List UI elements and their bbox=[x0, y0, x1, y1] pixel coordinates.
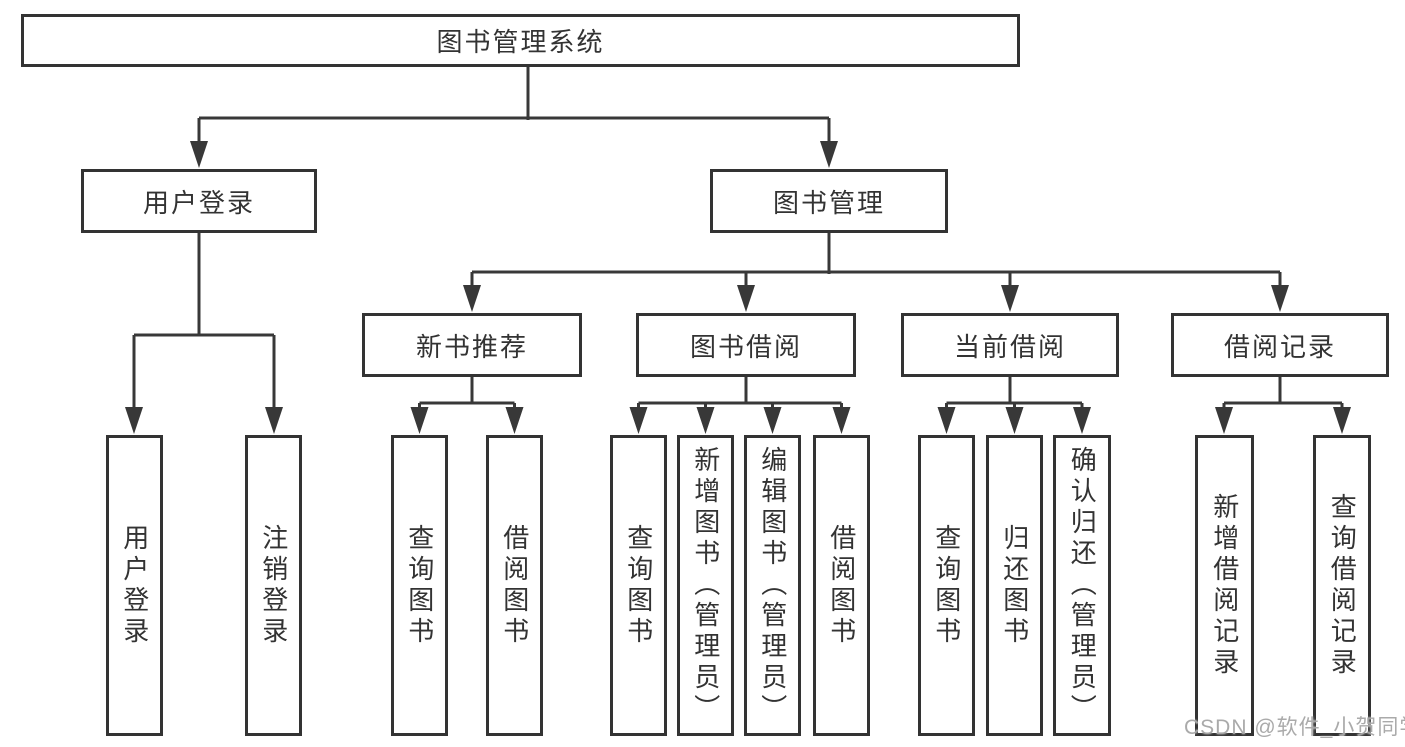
node-user-login: 用户登录 bbox=[81, 169, 317, 233]
leaf-nb-borrow-books: 借阅图书 bbox=[486, 435, 543, 736]
node-new-book-recommend: 新书推荐 bbox=[362, 313, 582, 377]
leaf-logout: 注销登录 bbox=[245, 435, 302, 736]
leaf-user-login: 用户登录 bbox=[106, 435, 163, 736]
leaf-nb-borrow-books-label: 借阅图书 bbox=[499, 523, 530, 648]
leaf-br-add-record-label: 新增借阅记录 bbox=[1209, 492, 1240, 679]
leaf-bb-edit-books-admin-label: 编辑图书（管理员） bbox=[757, 446, 788, 725]
leaf-br-add-record: 新增借阅记录 bbox=[1195, 435, 1254, 736]
leaf-bb-borrow-books: 借阅图书 bbox=[813, 435, 870, 736]
node-user-login-label: 用户登录 bbox=[142, 187, 255, 218]
node-current-borrowing: 当前借阅 bbox=[901, 313, 1119, 377]
node-new-book-recommend-label: 新书推荐 bbox=[415, 331, 528, 362]
leaf-br-query-record: 查询借阅记录 bbox=[1313, 435, 1371, 736]
leaf-cb-return-books-label: 归还图书 bbox=[999, 523, 1030, 648]
leaf-cb-return-books: 归还图书 bbox=[986, 435, 1043, 736]
leaf-bb-add-books-admin: 新增图书（管理员） bbox=[677, 435, 734, 736]
leaf-logout-label: 注销登录 bbox=[258, 523, 289, 648]
leaf-bb-add-books-admin-label: 新增图书（管理员） bbox=[690, 446, 721, 725]
node-book-borrowing-label: 图书借阅 bbox=[689, 331, 802, 362]
node-book-management-label: 图书管理 bbox=[772, 187, 885, 218]
leaf-cb-query-books-label: 查询图书 bbox=[931, 523, 962, 648]
leaf-br-query-record-label: 查询借阅记录 bbox=[1327, 492, 1358, 679]
leaf-bb-borrow-books-label: 借阅图书 bbox=[826, 523, 857, 648]
leaf-nb-query-books-label: 查询图书 bbox=[404, 523, 435, 648]
node-borrowing-records-label: 借阅记录 bbox=[1223, 331, 1336, 362]
csdn-watermark: CSDN @软件_小贺同学 bbox=[1184, 716, 1405, 739]
leaf-bb-edit-books-admin: 编辑图书（管理员） bbox=[744, 435, 801, 736]
node-book-borrowing: 图书借阅 bbox=[636, 313, 856, 377]
arrowheads bbox=[125, 141, 1351, 434]
node-current-borrowing-label: 当前借阅 bbox=[953, 331, 1066, 362]
leaf-bb-query-books-label: 查询图书 bbox=[623, 523, 654, 648]
leaf-cb-confirm-return-admin-label: 确认归还（管理员） bbox=[1067, 446, 1098, 725]
leaf-bb-query-books: 查询图书 bbox=[610, 435, 667, 736]
node-root: 图书管理系统 bbox=[21, 14, 1020, 67]
leaf-cb-query-books: 查询图书 bbox=[918, 435, 975, 736]
node-root-label: 图书管理系统 bbox=[436, 27, 605, 57]
node-book-management: 图书管理 bbox=[710, 169, 948, 233]
leaf-user-login-label: 用户登录 bbox=[119, 523, 150, 648]
leaf-nb-query-books: 查询图书 bbox=[391, 435, 448, 736]
leaf-cb-confirm-return-admin: 确认归还（管理员） bbox=[1053, 435, 1111, 736]
node-borrowing-records: 借阅记录 bbox=[1171, 313, 1389, 377]
